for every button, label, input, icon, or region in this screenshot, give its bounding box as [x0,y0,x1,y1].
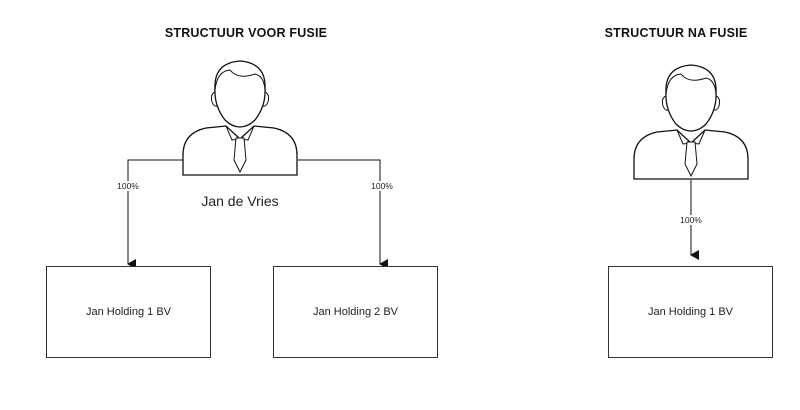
person-with-tie-icon-after [633,64,749,180]
company-label: Jan Holding 2 BV [313,306,398,318]
edge-jan-to-holding-1 [127,159,183,269]
edge-jan-to-holding-2 [298,159,388,269]
company-label: Jan Holding 1 BV [86,306,171,318]
company-box-jan-holding-1: Jan Holding 1 BV [46,266,211,358]
company-box-jan-holding-2: Jan Holding 2 BV [273,266,438,358]
company-label: Jan Holding 1 BV [648,306,733,318]
company-box-jan-holding-1-after: Jan Holding 1 BV [608,266,773,358]
before-title: STRUCTUUR VOOR FUSIE [164,26,328,40]
ownership-label-holding-1: 100% [116,181,140,191]
ownership-label-holding-2: 100% [370,181,394,191]
ownership-label-after-holding-1: 100% [679,215,703,225]
person-name-label: Jan de Vries [201,193,279,209]
person-with-tie-icon [182,60,298,176]
after-title: STRUCTUUR NA FUSIE [604,26,748,40]
